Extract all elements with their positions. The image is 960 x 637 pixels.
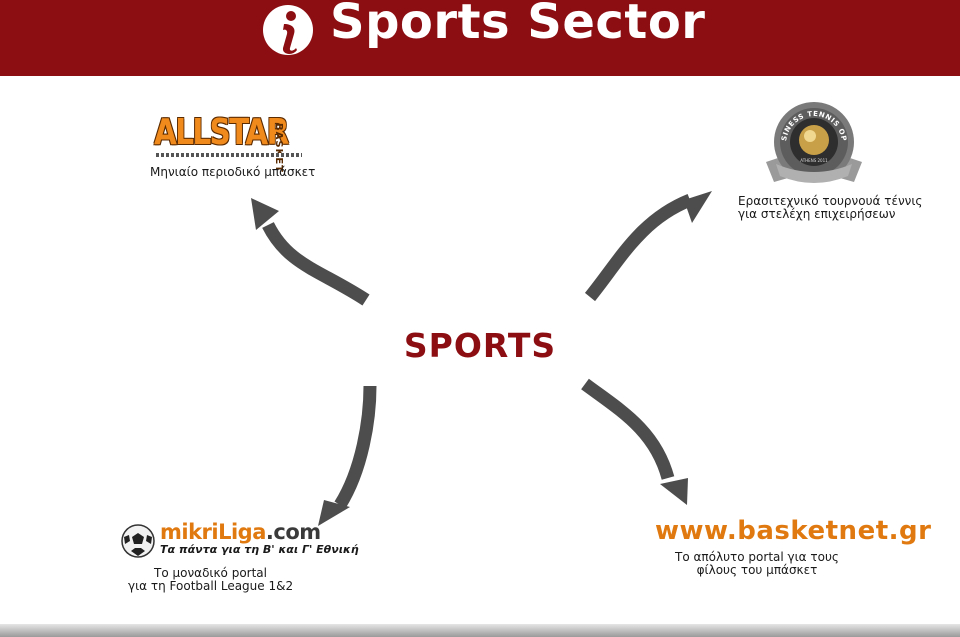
football-icon: [121, 524, 155, 558]
tennis-open-logo: BUSINESS TENNIS OPEN ATHENS 2011: [764, 100, 862, 183]
basketnet-label: Το απόλυτο portal για τους φίλους του μπ…: [672, 551, 842, 577]
tennis-label-line: Ερασιτεχνικό τουρνουά τέννις: [738, 194, 923, 208]
arrowhead-allstar: [251, 198, 279, 230]
tennis-label: Ερασιτεχνικό τουρνουά τέννις για στελέχη…: [738, 194, 923, 221]
info-icon: [263, 5, 313, 55]
mikriliga-logo-text: mikriLiga.com: [160, 520, 321, 544]
arrowhead-mikriliga: [318, 500, 350, 526]
allstar-logo-text: ALLSTAR: [154, 112, 289, 153]
arrowhead-basketnet: [660, 478, 688, 505]
arrow-to-allstar: [262, 221, 370, 306]
allstar-label-line: Μηνιαίο περιοδικό μπάσκετ: [150, 165, 316, 179]
mikriliga-logo-orange: mikriLiga: [160, 520, 266, 544]
basketnet-logo-text: www.basketnet.gr: [655, 516, 932, 546]
mikriliga-label: Το μοναδικό portal για τη Football Leagu…: [128, 567, 293, 593]
allstar-logo: ALLSTAR BASKET: [152, 112, 312, 173]
arrow-to-basketnet: [581, 378, 675, 480]
basketnet-label-line: Το απόλυτο portal για τους: [675, 550, 839, 564]
header-bar: Sports Sector: [0, 0, 960, 76]
mikriliga-label-line: για τη Football League 1&2: [128, 579, 294, 593]
allstar-logo-side-text: BASKET: [273, 123, 284, 173]
tennis-label-line: για στελέχη επιχειρήσεων: [738, 207, 896, 221]
mikriliga-logo-dark: .com: [265, 520, 321, 544]
page-title: Sports Sector: [330, 0, 706, 50]
arrowhead-tennis: [684, 191, 712, 223]
arrow-to-mikriliga: [334, 385, 377, 509]
mikriliga-label-line: Το μοναδικό portal: [154, 566, 267, 580]
tennis-sub-text: ATHENS 2011: [800, 158, 828, 163]
allstar-label: Μηνιαίο περιοδικό μπάσκετ: [150, 166, 315, 179]
footer-bar: [0, 624, 960, 637]
arrow-to-tennis: [584, 193, 693, 302]
allstar-logo-tagline: [156, 153, 302, 157]
hub-label: SPORTS: [403, 326, 557, 365]
mikriliga-logo-tagline: Τα πάντα για τη Β' και Γ' Εθνική: [160, 543, 359, 556]
basketnet-label-line: φίλους του μπάσκετ: [696, 563, 818, 577]
